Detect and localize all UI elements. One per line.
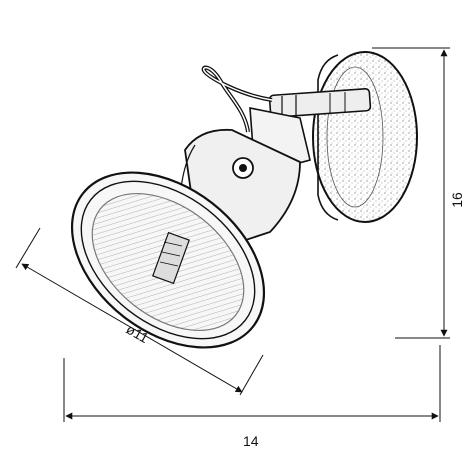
height-label: 16 [449, 192, 465, 208]
width-label: 14 [243, 433, 259, 449]
cable [201, 65, 273, 133]
height-dimension: 16 [372, 47, 465, 339]
wall-base [312, 51, 418, 223]
width-dimension: 14 [63, 345, 441, 449]
